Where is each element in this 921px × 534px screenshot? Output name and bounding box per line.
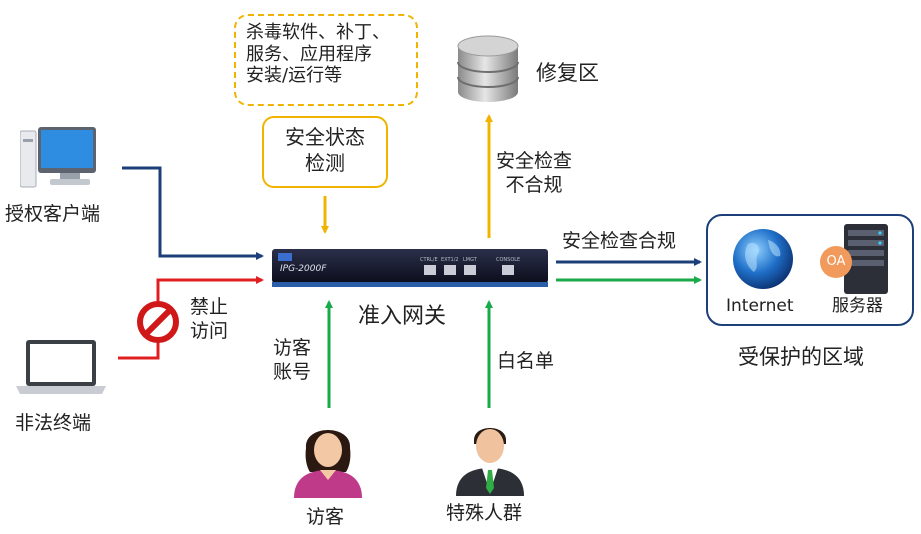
forbidden-line: 禁止 [190,296,229,318]
internet-label: Internet [726,296,794,316]
gateway-device: IPG-2000F CTRL/E EXT1/2 LMGT CONSOLE [272,245,548,289]
authorized-client-label: 授权客户端 [5,203,101,225]
globe-icon [733,229,793,289]
database-icon [457,35,519,102]
laptop-icon [16,340,106,394]
visitor-label: 访客 [306,506,345,528]
check-line: 检测 [305,151,345,175]
female-user-icon [294,430,362,498]
server-icon [844,224,888,294]
port-label: LMGT [463,257,477,263]
note-line: 杀毒软件、补丁、 [246,22,390,43]
guest-account-label: 访客 账号 [273,337,311,385]
whitelist-label: 白名单 [497,350,555,372]
forbidden-label: 禁止 访问 [190,296,228,344]
non-compliant-line: 安全检查 [496,150,573,172]
gateway-model: IPG-2000F [280,264,327,274]
male-user-icon [456,428,524,496]
desktop-computer-icon [20,127,96,188]
port-label: CTRL/E [420,257,438,263]
guest-account-line: 访客 [273,337,312,359]
non-compliant-line: 不合规 [505,173,563,196]
special-group-label: 特殊人群 [446,502,523,524]
compliant-label: 安全检查合规 [562,230,677,252]
guest-account-line: 账号 [273,360,312,383]
gateway-appliance-icon [272,249,548,287]
port-label: CONSOLE [496,257,521,263]
software-note: 杀毒软件、补丁、 服务、应用程序 安装/运行等 [234,14,418,106]
oa-badge: OA [820,246,852,278]
protected-zone: Internet OA 服务器 [706,214,914,326]
forbidden-icon [137,301,179,343]
note-line: 服务、应用程序 [246,43,372,65]
illegal-terminal-label: 非法终端 [15,412,92,434]
forbidden-line: 访问 [190,319,229,342]
gateway-label: 准入网关 [358,304,447,329]
check-line: 安全状态 [285,125,365,149]
non-compliant-label: 安全检查 不合规 [496,150,572,198]
repair-zone-label: 修复区 [536,61,599,85]
port-label: EXT1/2 [441,257,459,263]
authorized-arrow [122,166,264,260]
security-check-box: 安全状态 检测 [262,116,388,188]
protected-zone-label: 受保护的区域 [738,345,864,369]
server-label: 服务器 [832,296,883,316]
note-line: 安装/运行等 [246,65,343,87]
